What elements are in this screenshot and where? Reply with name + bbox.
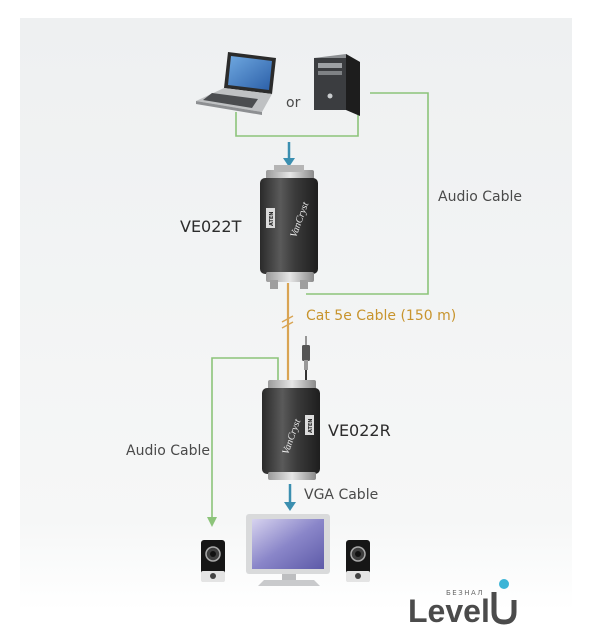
receiver-maker: ATEN <box>308 419 314 434</box>
transmitter-device: VanCryst ATEN <box>260 165 318 289</box>
audio-plug-icon <box>302 336 310 384</box>
monitor-icon <box>246 514 330 586</box>
source-bracket-line <box>235 112 359 137</box>
audio-cable-left-label: Audio Cable <box>126 443 210 459</box>
watermark-small-text: БЕЗНАЛ <box>446 589 484 597</box>
desktop-tower-icon <box>314 54 360 116</box>
cat5e-break-mark-1 <box>281 315 294 323</box>
cat5e-label: Cat 5e Cable (150 m) <box>306 308 456 324</box>
audio-cable-top-label: Audio Cable <box>438 189 522 205</box>
audio-cable-left-line <box>211 357 279 518</box>
speaker-icon <box>346 540 370 582</box>
vga-cable-label: VGA Cable <box>304 487 378 503</box>
watermark-dot-icon <box>499 579 509 589</box>
speaker-icon <box>201 540 225 582</box>
transmitter-label: VE022T <box>180 217 242 236</box>
audio-cable-top-line <box>306 92 429 295</box>
receiver-device: VanCryst ATEN <box>262 380 320 480</box>
watermark-main-text: Level <box>408 593 490 629</box>
or-label: or <box>286 95 301 111</box>
laptop-icon <box>196 52 276 115</box>
watermark-logo: БЕЗНАЛ Level <box>408 579 517 629</box>
audio-left-arrowhead <box>207 517 217 527</box>
arrow-down-icon <box>283 142 295 167</box>
transmitter-maker: ATEN <box>269 212 275 227</box>
receiver-label: VE022R <box>328 421 391 440</box>
arrow-down-vga-icon <box>284 484 296 511</box>
diagram-background <box>20 18 572 610</box>
cat5e-break-mark-2 <box>281 321 294 329</box>
